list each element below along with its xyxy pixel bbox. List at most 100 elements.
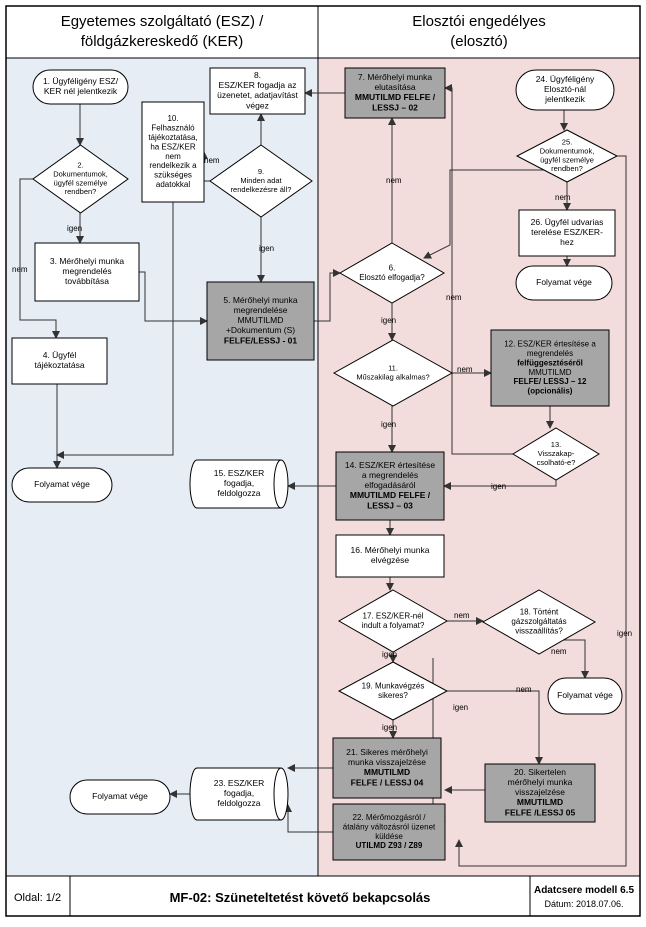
connector-arrow — [444, 84, 513, 455]
node-n12: 12. ESZ/KER értesítése amegrendelésfelfü… — [490, 329, 610, 407]
node-text: végez — [246, 100, 269, 110]
node-text: küldése — [375, 832, 403, 841]
node-text: FELFE / LESSJ 04 — [351, 777, 424, 787]
edge-label-igen: igen — [617, 629, 632, 638]
message-box — [206, 281, 315, 361]
node-text: ESZ/KER fogadja az — [219, 80, 297, 90]
storage-shape-edge — [273, 459, 282, 509]
process-box — [209, 67, 306, 115]
edge-label-nem: nem — [516, 685, 532, 694]
connector-arrow — [447, 690, 543, 765]
edge-label-nem: nem — [204, 156, 220, 165]
node-text: fogadja, — [224, 788, 254, 798]
node-n11: 11.Műszakilag alkalmas? — [332, 339, 454, 407]
node-text: továbbítása — [65, 276, 109, 286]
header-right-line-2: (elosztó) — [450, 33, 508, 50]
node-text: sikeres? — [378, 691, 408, 700]
node-text: 18. Történt — [520, 608, 559, 617]
terminator-shape — [515, 265, 613, 301]
process-box — [335, 534, 445, 578]
terminator-shape — [11, 467, 113, 503]
node-text: Elosztó elfogadja? — [359, 273, 425, 282]
node-text: 13. — [551, 440, 561, 449]
flow-connectors — [19, 84, 627, 867]
message-box — [484, 763, 596, 823]
decision-diamond — [515, 129, 619, 183]
node-text: Dokumentumok, — [53, 170, 108, 179]
node-text: Minden adat — [240, 176, 282, 185]
node-end_r2: Folyamat vége — [515, 265, 613, 301]
node-text: jelentkezik — [544, 94, 585, 104]
node-text: MMUTILMD — [238, 315, 284, 325]
node-text: Folyamat vége — [92, 791, 148, 801]
decision-diamond — [332, 339, 454, 407]
connector-arrow — [423, 169, 566, 259]
decision-diamond — [481, 589, 597, 655]
edge-label-nem: nem — [386, 176, 402, 185]
edge-label-igen: igen — [381, 316, 396, 325]
node-text: mérőhelyi munka — [508, 777, 573, 787]
node-text: MMUTILMD FELFE / — [355, 92, 436, 102]
node-text: Visszakap- — [538, 449, 575, 458]
node-text: indult a folyamat? — [362, 621, 425, 630]
node-text: feldolgozza — [217, 488, 260, 498]
node-text: Folyamat vége — [34, 479, 90, 489]
node-text: elutasítása — [374, 82, 415, 92]
edge-label-nem: nem — [457, 365, 473, 374]
node-text: UTILMD Z93 / Z89 — [356, 841, 423, 850]
node-text: tájékoztatása, — [148, 133, 197, 142]
node-end_r1: Folyamat vége — [547, 677, 623, 715]
process-box — [518, 209, 616, 257]
connector-arrow — [314, 269, 341, 322]
node-text: 7. Mérőhelyi munka — [358, 72, 432, 82]
node-text: FELFE /LESSJ 05 — [505, 807, 576, 817]
node-text: fogadja, — [224, 478, 254, 488]
node-text: 20. Sikertelen — [514, 767, 566, 777]
node-text: FELFE/ LESSJ – 12 — [514, 377, 587, 386]
node-text: 15. ESZ/KER — [214, 468, 265, 478]
node-text: gázszolgáltatás — [511, 617, 566, 626]
footer-model: Adatcsere modell 6.5 — [534, 885, 634, 896]
edge-label-igen: igen — [381, 420, 396, 429]
node-text: 23. ESZ/KER — [214, 778, 265, 788]
connector-arrow — [139, 271, 208, 325]
edge-label-igen: igen — [453, 703, 468, 712]
node-text: rendben? — [551, 164, 583, 173]
node-text: 21. Sikeres mérőhelyi — [346, 747, 428, 757]
decision-diamond — [32, 144, 129, 214]
node-text: 10. — [167, 114, 178, 123]
node-text: csolható-e? — [537, 458, 576, 467]
node-text: 6. — [389, 263, 396, 272]
node-text: 19. Munkavégzés — [362, 681, 425, 690]
connector-arrow — [19, 178, 60, 339]
node-text: MMUTILMD FELFE / — [350, 490, 431, 500]
node-text: MMUTILMD — [364, 767, 410, 777]
edge-label-igen: igen — [382, 650, 397, 659]
node-text: szükséges — [154, 171, 192, 180]
decision-diamond — [337, 661, 449, 721]
node-text: ügyfél személye — [540, 155, 594, 164]
node-text: 5. Mérőhelyi munka — [223, 295, 297, 305]
node-text: ügyfél személye — [54, 178, 108, 187]
node-text: +Dokumentum (S) — [226, 325, 295, 335]
node-text: 1. Ügyféligény ESZ/ — [43, 76, 119, 86]
node-text: 22. Mérőmozgásról / — [353, 813, 427, 822]
node-text: üzenetet, adatjavítást — [217, 90, 298, 100]
node-n13: 13.Visszakap-csolható-e? — [512, 427, 600, 481]
node-text: terelése ESZ/KER- — [531, 227, 603, 237]
node-text: 17. ESZ/KER-nél — [363, 611, 424, 620]
node-text: 14. ESZ/KER értesítése — [345, 460, 436, 470]
header-right-line-1: Elosztói engedélyes — [412, 13, 545, 30]
node-text: FELFE/LESSJ - 01 — [224, 335, 297, 345]
header-left-line-2: földgázkereskedő (KER) — [81, 33, 244, 50]
node-text: Műszakilag alkalmas? — [356, 372, 429, 381]
node-text: rendelkezik a — [149, 161, 197, 170]
